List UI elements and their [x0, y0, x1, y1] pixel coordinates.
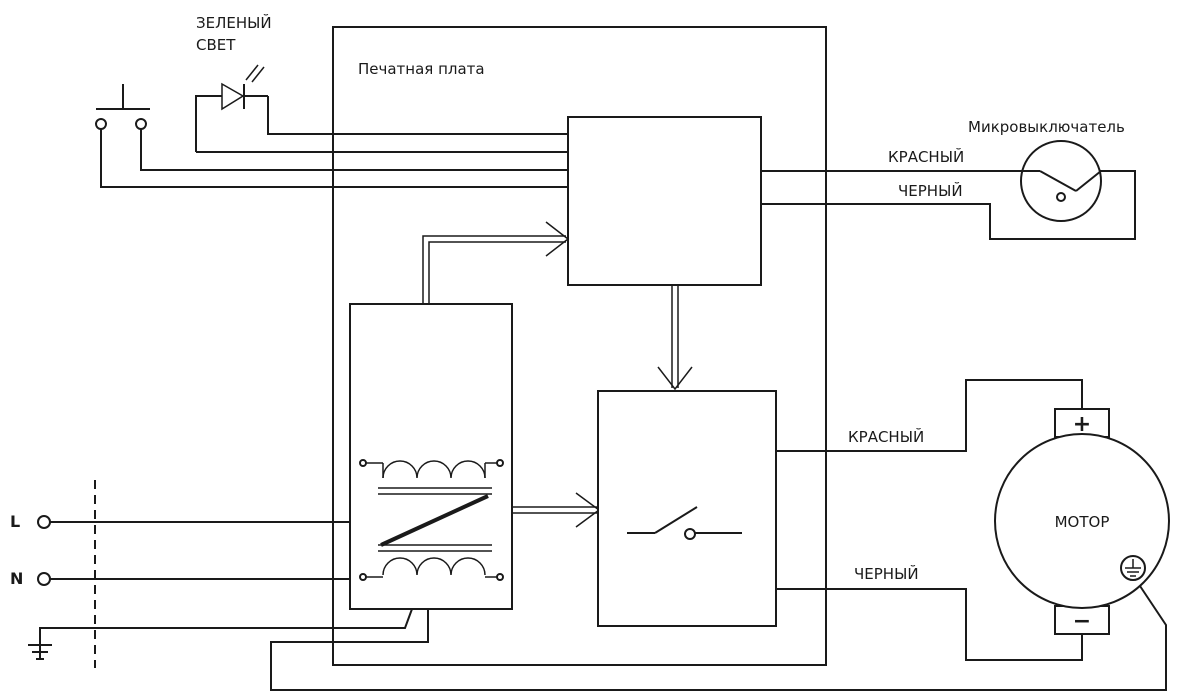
- earth-ground-icon: [28, 608, 413, 660]
- control-arrow: [657, 285, 693, 391]
- motor-label: МОТОР: [1055, 513, 1110, 531]
- line-l-terminal: [37, 515, 51, 529]
- relay-block: [597, 390, 777, 627]
- line-l-label: L: [10, 512, 20, 531]
- black-wire-top-label: ЧЕРНЫЙ: [898, 181, 963, 200]
- supply-arrow: [422, 221, 570, 304]
- led-label-line1: ЗЕЛЕНЫЙ: [196, 13, 272, 32]
- motor-red-wire: [776, 379, 1083, 452]
- motor-plus-label: +: [1073, 412, 1091, 437]
- control-block: [567, 116, 762, 286]
- push-button-icon: [95, 84, 568, 188]
- transformer-icon: [359, 459, 504, 581]
- motor-minus-label: −: [1073, 609, 1091, 634]
- line-n-terminal: [37, 572, 51, 586]
- earth-wire: [270, 582, 1167, 691]
- led-diode-icon: [195, 64, 568, 152]
- microswitch-label: Микровыключатель: [968, 118, 1125, 136]
- red-wire-top-label: КРАСНЫЙ: [888, 147, 964, 166]
- led-label-line2: СВЕТ: [196, 36, 236, 54]
- pcb-label: Печатная плата: [358, 60, 485, 78]
- microswitch-icon: [1020, 140, 1102, 222]
- protective-earth-icon: [1120, 555, 1146, 581]
- black-wire-motor-label: ЧЕРНЫЙ: [854, 564, 919, 583]
- line-n-label: N: [10, 569, 23, 588]
- motor-black-wire: [776, 588, 1083, 661]
- relay-switch-icon: [627, 506, 742, 540]
- red-wire-motor-label: КРАСНЫЙ: [848, 427, 924, 446]
- transformer-block: [349, 303, 513, 610]
